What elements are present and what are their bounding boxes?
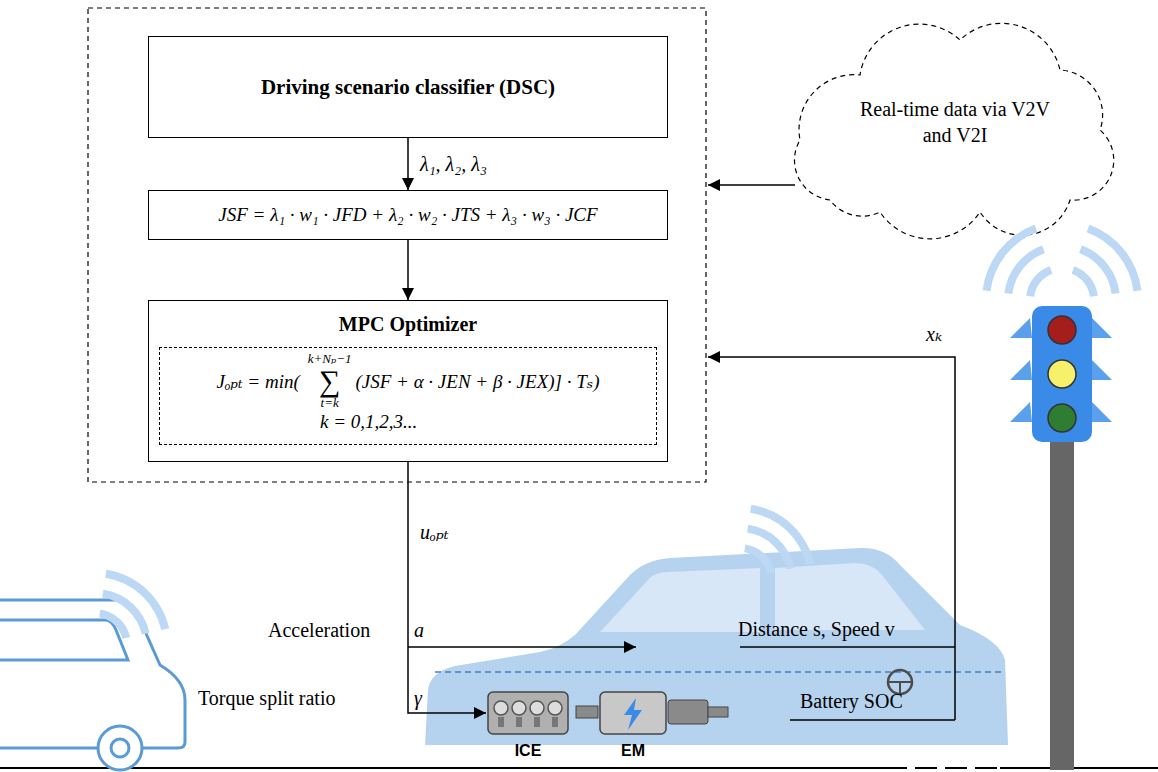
- box-title: MPC Optimizer: [149, 301, 667, 336]
- wireless-waves: [99, 225, 1141, 639]
- traffic-light: [1010, 306, 1112, 770]
- formula-row: Jₒₚₜ = min(k+Nₚ−1∑t=k(JSF + α · JEN + β …: [170, 352, 646, 411]
- cloud-node: Real-time data via V2V and V2I: [812, 72, 1098, 172]
- engine-node: ICE: [486, 690, 570, 768]
- wave-arc: [1004, 246, 1044, 294]
- signal-label: Acceleration: [268, 618, 370, 642]
- state-symbol: xₖ: [926, 322, 942, 346]
- flow-arrow: [408, 462, 486, 713]
- van: [0, 600, 185, 770]
- sum-symbol: ∑: [319, 366, 340, 396]
- objective-box: Jₒₚₜ = min(k+Nₚ−1∑t=k(JSF + α · JEN + β …: [159, 347, 657, 445]
- wave-arc: [1087, 225, 1142, 291]
- sum-limit: k+Nₚ−1: [308, 352, 352, 366]
- ground-line: [1000, 767, 1158, 769]
- optimizer-box: Jₒₚₜ = min(k+Nₚ−1∑t=k(JSF + α · JEN + β …: [148, 300, 668, 462]
- cost-function-box: JSF = λ₁ · w₁ · JFD + λ₂ · w₂ · JTS + λ₃…: [148, 190, 668, 240]
- sum-limit: t=k: [321, 396, 339, 410]
- cloud-outline: [794, 23, 1113, 239]
- state-label: Distance s, Speed v: [738, 617, 895, 641]
- signal-label: Torque split ratio: [198, 686, 335, 710]
- controller-frame: [88, 8, 706, 482]
- component-label: ICE: [486, 742, 570, 760]
- signal-symbol: γ: [414, 686, 422, 710]
- formula-text: (JSF + α · JEN + β · JEX)] · Tₛ): [355, 370, 599, 393]
- feedback-arrow: [708, 357, 955, 720]
- edge-label: uₒₚₜ: [420, 520, 449, 544]
- motor-node: EM: [598, 690, 668, 768]
- wave-arc: [1026, 266, 1052, 296]
- motor-icon: [598, 690, 668, 736]
- signal-symbol: a: [414, 618, 424, 642]
- wave-arc: [1079, 246, 1119, 294]
- formula-text: JSF = λ₁ · w₁ · JFD + λ₂ · w₂ · JTS + λ₃…: [218, 204, 597, 226]
- wave-arc: [99, 609, 130, 638]
- wave-arc: [983, 225, 1038, 291]
- wave-arc: [105, 570, 169, 630]
- ground-line: [885, 767, 1000, 769]
- flow-arrow: [407, 240, 409, 300]
- wave-arc: [744, 544, 775, 573]
- state-line: [740, 647, 955, 720]
- flow-arrow: [407, 138, 409, 190]
- state-label: Battery SOC: [800, 689, 903, 713]
- box-title: Driving scenario classifier (DSC): [261, 74, 555, 100]
- classifier-box: Driving scenario classifier (DSC): [148, 36, 668, 138]
- edge-label: λ₁, λ₂, λ₃: [420, 152, 487, 176]
- acceleration-arrow: [408, 646, 636, 648]
- cloud-text: Real-time data via V2V and V2I: [845, 96, 1065, 148]
- wave-arc: [750, 505, 814, 565]
- sum-stack: k+Nₚ−1∑t=k: [308, 352, 352, 411]
- engine-icon: [486, 690, 570, 736]
- wave-arc: [1072, 266, 1098, 296]
- formula-text: k = 0,1,2,3...: [170, 411, 646, 433]
- component-label: EM: [598, 742, 668, 760]
- data-arrow: [708, 184, 795, 186]
- formula-text: Jₒₚₜ = min(: [216, 370, 303, 393]
